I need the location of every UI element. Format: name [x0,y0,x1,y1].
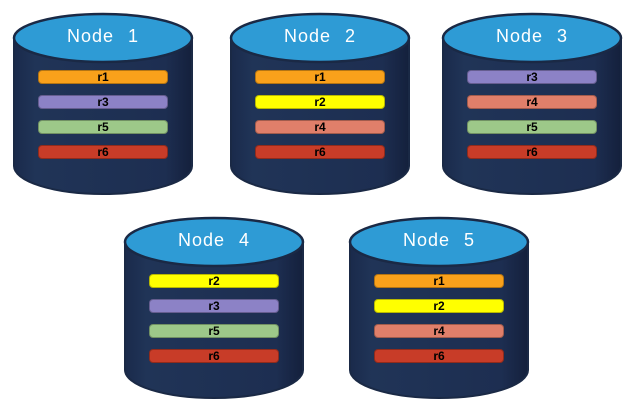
partition-bar: r5 [149,324,279,338]
partition-bar: r5 [38,120,168,134]
partition-bar: r3 [38,95,168,109]
partition-bar: r6 [38,145,168,159]
partition-bar: r6 [467,145,597,159]
node-2: Node 2 r1 r2 r4 r6 [227,8,413,200]
partition-bar: r6 [149,349,279,363]
node-3: Node 3 r3 r4 r5 r6 [439,8,625,200]
partition-bar: r6 [255,145,385,159]
partition-bar: r1 [38,70,168,84]
node-title: Node 5 [402,230,476,250]
partition-list: r2 r3 r5 r6 [149,274,279,374]
node-1: Node 1 r1 r3 r5 r6 [10,8,196,200]
partition-bar: r2 [374,299,504,313]
partition-bar: r1 [374,274,504,288]
partition-bar: r3 [467,70,597,84]
partition-bar: r4 [255,120,385,134]
partition-bar: r2 [149,274,279,288]
partition-list: r3 r4 r5 r6 [467,70,597,170]
node-title: Node 4 [177,230,251,250]
partition-bar: r6 [374,349,504,363]
partition-bar: r4 [374,324,504,338]
partition-list: r1 r3 r5 r6 [38,70,168,170]
partition-bar: r5 [467,120,597,134]
node-5: Node 5 r1 r2 r4 r6 [346,212,532,404]
node-title: Node 3 [495,26,569,46]
node-4: Node 4 r2 r3 r5 r6 [121,212,307,404]
partition-bar: r3 [149,299,279,313]
partition-list: r1 r2 r4 r6 [374,274,504,374]
node-title: Node 2 [283,26,357,46]
partition-bar: r2 [255,95,385,109]
node-title: Node 1 [66,26,140,46]
partition-bar: r4 [467,95,597,109]
partition-bar: r1 [255,70,385,84]
partition-list: r1 r2 r4 r6 [255,70,385,170]
